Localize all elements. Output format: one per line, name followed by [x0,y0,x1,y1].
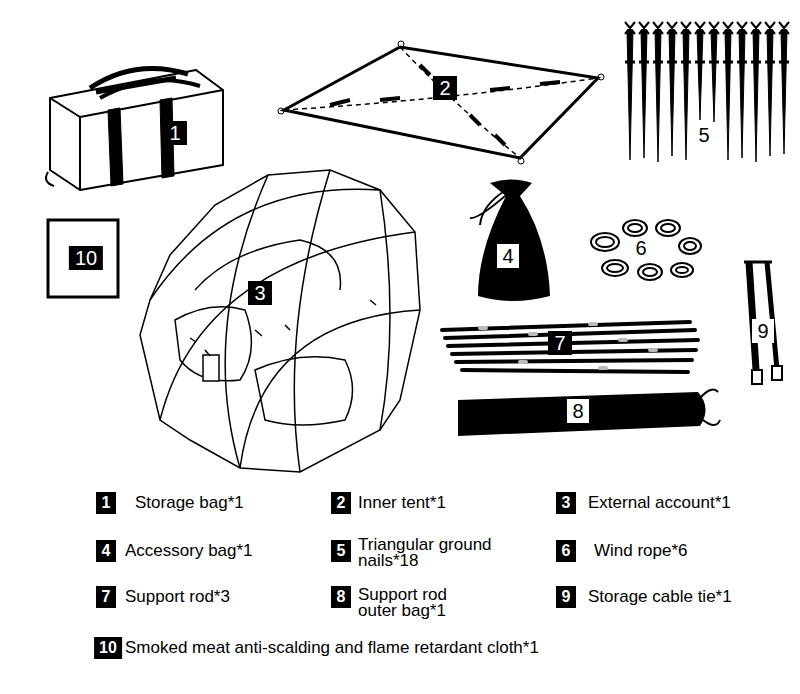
callout-number: 9 [752,319,774,343]
list-number: 3 [556,492,576,514]
list-number: 9 [556,586,576,608]
part-name: Triangular ground nails*18 [358,537,523,569]
list-number: 1 [96,492,116,514]
callout-number: 3 [248,281,272,305]
callout-number: 4 [497,244,519,268]
storage-bag [46,68,223,190]
cloth-square [48,220,118,297]
callout-number: 8 [567,399,589,423]
list-number: 5 [331,540,351,562]
callout-number: 6 [633,237,648,259]
list-number: 4 [96,540,116,562]
callout-number: 5 [693,123,715,147]
part-name: Inner tent*1 [358,493,446,513]
list-number: 10 [94,637,122,659]
ground-stakes [625,22,789,162]
part-name: Storage cable tie*1 [588,587,732,607]
part-name: Smoked meat anti-scalding and flame reta… [125,638,539,658]
callout-number: 1 [163,121,187,145]
cable-tie [744,262,782,385]
list-number: 6 [556,540,576,562]
part-name: Support rod outer bag*1 [358,587,470,619]
outer-tent [140,170,420,472]
inner-tent [278,41,604,164]
callout-number: 10 [69,246,103,270]
support-rods [442,322,698,372]
part-name: Accessory bag*1 [125,541,253,561]
wind-ropes [591,220,701,280]
callout-number: 2 [433,76,457,100]
part-name: Wind rope*6 [594,541,688,561]
part-name: Support rod*3 [125,587,230,607]
rod-bag [458,390,720,436]
list-number: 2 [331,492,351,514]
list-number: 8 [331,586,351,608]
callout-number: 7 [548,331,572,355]
part-name: External account*1 [588,493,731,513]
list-number: 7 [96,586,116,608]
part-name: Storage bag*1 [135,493,244,513]
accessory-bag [470,180,550,302]
